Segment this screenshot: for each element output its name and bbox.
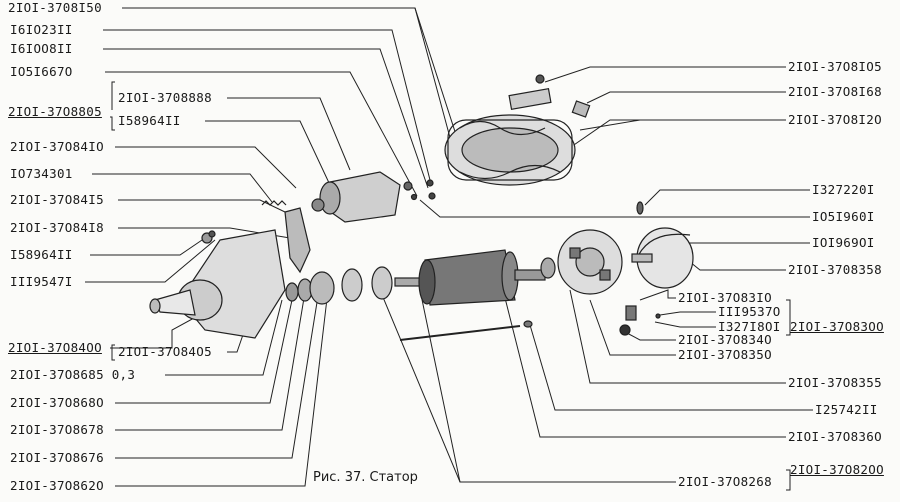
label-13272201: I327220I: [812, 182, 875, 197]
label-2101-3708415: 2IOI-37O84I5: [10, 192, 104, 207]
label-2101-3708268: 2IOI-37O8268: [678, 474, 772, 489]
label-2101-3708168: 2IOI-37O8I68: [788, 84, 882, 99]
label-2101-3708805: 2IOI-37O8805: [8, 104, 102, 119]
label-2101-3708355: 2IOI-37O8355: [788, 375, 882, 390]
label-2101-3708620: 2IOI-37O862O: [10, 478, 104, 493]
label-15896411-lower: I58964II: [10, 247, 73, 262]
label-10196901: IOI969OI: [812, 235, 875, 250]
label-2101-3708120: 2IOI-37O8I2O: [788, 112, 882, 127]
label-10519601: IO5I960I: [812, 209, 875, 224]
label-2101-3708888: 2IOI-3708888: [118, 90, 212, 105]
label-1119547i: III9547I: [10, 274, 73, 289]
label-2101-3708200: 2IOI-37O82OO: [790, 462, 884, 477]
figure-caption: Рис. 37. Статор: [313, 470, 418, 485]
label-2101-3708418: 2IOI-37O84I8: [10, 220, 104, 235]
label-2101-3708410: 2IOI-37O84IO: [10, 139, 104, 154]
label-16102311: I6IO23II: [10, 22, 73, 37]
label-2101-3708310: 2IOI-37O83IO: [678, 290, 772, 305]
label-2101-3708300: 2IOI-37O83OO: [790, 319, 884, 334]
label-10516670: IO5I667O: [10, 64, 73, 79]
label-2101-3708105: 2IOI-37O8IO5: [788, 59, 882, 74]
label-2101-3708358: 2IOI-3708358: [788, 262, 882, 277]
label-2101-3708676: 2IOI-37O8676: [10, 450, 104, 465]
label-16100811: I6IOO8II: [10, 41, 73, 56]
label-2101-3708150: 2IOI-3708I50: [8, 0, 102, 15]
label-2101-3708350: 2IOI-37O835O: [678, 347, 772, 362]
label-12574211: I25742II: [815, 402, 878, 417]
label-2101-3708685: 2IOI-37O8685 0,3: [10, 367, 136, 382]
label-2101-3708680: 2IOI-37O868O: [10, 395, 104, 410]
label-2101-3708405: 2IOI-37O84O5: [118, 344, 212, 359]
label-13271801: I327I8OI: [718, 319, 781, 334]
label-2101-3708340: 2IOI-37O834O: [678, 332, 772, 347]
label-2101-3708360: 2IOI-37O836O: [788, 429, 882, 444]
label-15896411-upper: I58964II: [118, 113, 181, 128]
label-2101-3708678: 2IOI-37O8678: [10, 422, 104, 437]
label-10734301: IO734301: [10, 166, 73, 181]
label-11195370: III9537O: [718, 304, 781, 319]
label-2101-3708400: 2IOI-37O84OO: [8, 340, 102, 355]
